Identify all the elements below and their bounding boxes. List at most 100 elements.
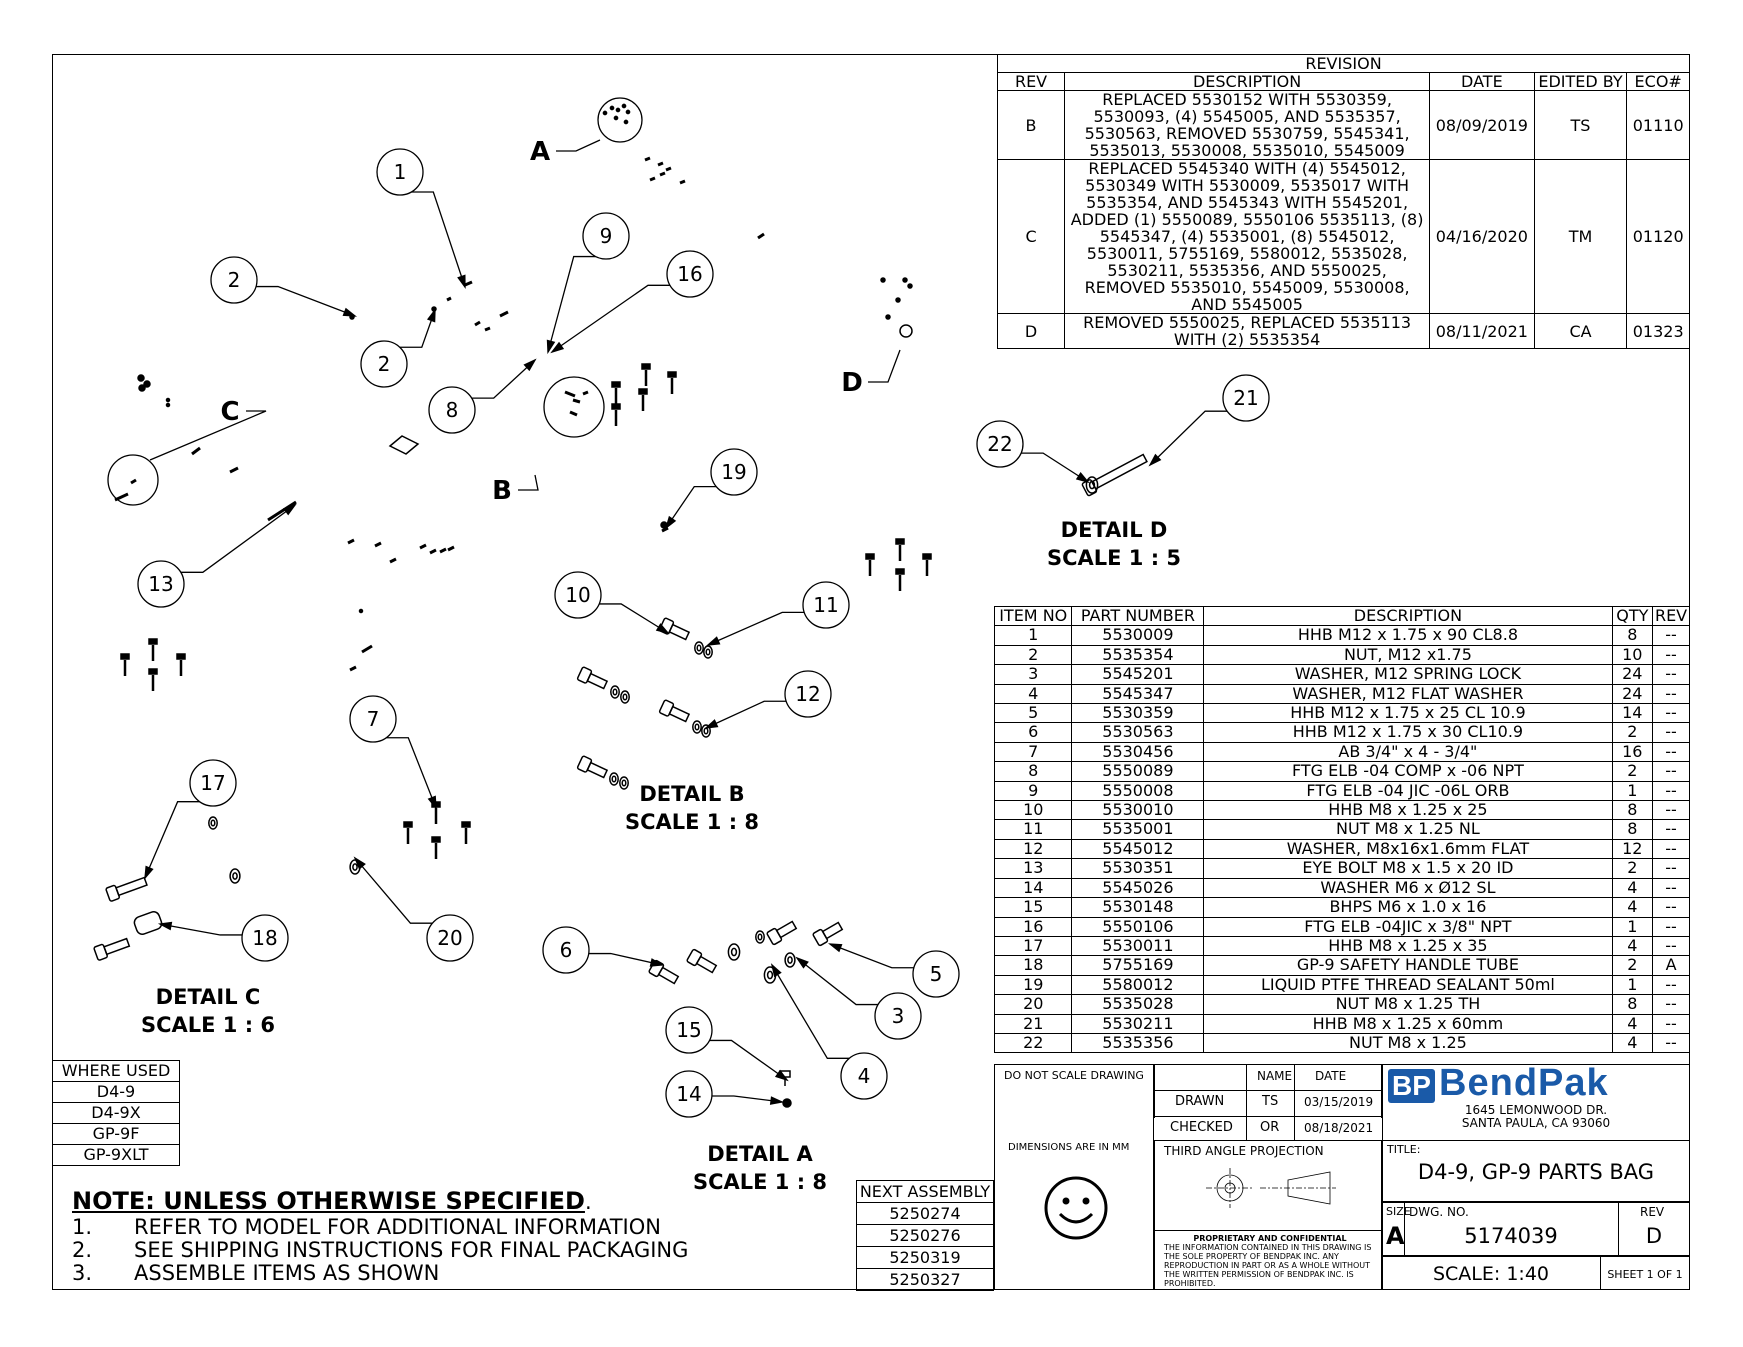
bom-cell: 14: [993, 877, 1073, 899]
checked-label: CHECKED: [1170, 1120, 1233, 1135]
leader-line: [709, 1039, 788, 1081]
leader-arrowhead: [704, 719, 719, 729]
bom-cell: 5545347: [1071, 683, 1205, 705]
balloon-number: 9: [600, 224, 613, 248]
bom-cell: 4: [1611, 935, 1654, 957]
item-balloon: 22: [976, 420, 1024, 468]
revision-header: REV: [996, 72, 1066, 91]
detail-letter: D: [841, 368, 863, 398]
bom-cell: 1: [1611, 780, 1654, 802]
bom-cell: 8: [1611, 800, 1654, 821]
bom-cell: GP-9 SAFETY HANDLE TUBE: [1203, 955, 1613, 976]
balloon-number: 7: [367, 707, 380, 731]
bom-cell: --: [1652, 974, 1690, 996]
bom-cell: AB 3/4" x 4 - 3/4": [1203, 741, 1613, 763]
balloon-number: 4: [858, 1064, 871, 1088]
revision-cell-by: TS: [1533, 90, 1628, 160]
bom-cell: --: [1652, 877, 1690, 899]
bom-cell: 11: [993, 819, 1073, 840]
detail-leader: [556, 139, 601, 152]
washer-part: [727, 943, 741, 961]
balloon-number: 13: [148, 572, 173, 596]
leader-line: [599, 603, 669, 634]
detail-a-title: DETAIL A: [707, 1142, 813, 1166]
bom-cell: 21: [993, 1013, 1073, 1034]
part-mark: [429, 548, 437, 555]
next_assembly-item: 5250327: [856, 1268, 994, 1291]
balloon-number: 22: [987, 432, 1012, 456]
bom-cell: --: [1652, 722, 1690, 743]
washer-part: [755, 930, 765, 944]
part-mark: [569, 410, 578, 417]
bom-cell: --: [1652, 819, 1690, 840]
leader-arrowhead: [546, 339, 556, 355]
item-balloon: 8: [428, 386, 476, 434]
part-mark: [447, 545, 455, 552]
bom-cell: 5530148: [1071, 897, 1205, 918]
part-mark: [572, 398, 581, 404]
bom-cell: 8: [1611, 819, 1654, 840]
part-mark: [165, 397, 171, 403]
part-mark: [907, 283, 913, 289]
bom-cell: 5530359: [1071, 703, 1205, 724]
part-mark: [143, 380, 151, 388]
date-header: DATE: [1315, 1069, 1347, 1083]
note-item: 1.REFER TO MODEL FOR ADDITIONAL INFORMAT…: [72, 1216, 688, 1239]
bom-cell: 17: [993, 935, 1073, 957]
bom-cell: 8: [1611, 994, 1654, 1015]
bom-cell: HHB M12 x 1.75 x 30 CL10.9: [1203, 722, 1613, 743]
bom-cell: 24: [1611, 683, 1654, 705]
item-balloon: 5: [912, 950, 960, 998]
bolt-part: [667, 371, 677, 394]
bolt-part: [148, 668, 158, 691]
bom-header: ITEM NO: [993, 605, 1073, 627]
bom-cell: 9: [993, 780, 1073, 802]
bom-cell: 12: [993, 838, 1073, 860]
bolt-part: [641, 363, 651, 386]
note-number: 3.: [72, 1261, 93, 1285]
washer-part: [619, 776, 629, 790]
logo-wordmark: BendPak: [1439, 1062, 1609, 1104]
revision-cell-date: 08/11/2021: [1429, 313, 1535, 349]
leader-line: [159, 923, 243, 936]
hex-bolt-part: [576, 666, 609, 690]
hex-bolt-part: [648, 959, 680, 985]
detail-b-title: DETAIL B: [639, 782, 745, 806]
item-balloon: 4: [840, 1052, 888, 1100]
where_used-item: GP-9XLT: [52, 1144, 180, 1166]
note-text: REFER TO MODEL FOR ADDITIONAL INFORMATIO…: [134, 1215, 661, 1239]
leader-arrowhead: [770, 963, 782, 978]
bendpak-logo: BP BendPak: [1388, 1064, 1688, 1106]
part-mark: [649, 176, 656, 182]
do-not-scale-note: DO NOT SCALE DRAWING: [1004, 1069, 1144, 1082]
bom-cell: 1: [1611, 974, 1654, 996]
balloon-number: 16: [677, 262, 702, 286]
balloon-number: 2: [228, 268, 241, 292]
part-mark: [229, 466, 239, 474]
balloon-number: 20: [437, 926, 462, 950]
part-mark: [902, 277, 908, 283]
bom-cell: 5: [993, 703, 1073, 724]
bom-cell: HHB M8 x 1.25 x 60mm: [1203, 1013, 1613, 1034]
bom-cell: 7: [993, 741, 1073, 763]
part-mark: [661, 526, 669, 533]
balloon-number: 1: [394, 160, 407, 184]
bom-cell: --: [1652, 1032, 1690, 1054]
washer-part: [349, 859, 361, 875]
revision-cell-desc: REMOVED 5550025, REPLACED 5535113 WITH (…: [1064, 313, 1431, 349]
bom-cell: 5580012: [1071, 974, 1205, 996]
safety-tube-part: [133, 911, 163, 935]
bom-cell: --: [1652, 858, 1690, 879]
bom-cell: HHB M8 x 1.25 x 25: [1203, 800, 1613, 821]
revision-header: DESCRIPTION: [1064, 72, 1431, 91]
bom-cell: 2: [1611, 858, 1654, 879]
item-balloon: 7: [349, 695, 397, 743]
item-balloon: 19: [710, 448, 758, 496]
bom-cell: 4: [993, 683, 1073, 705]
